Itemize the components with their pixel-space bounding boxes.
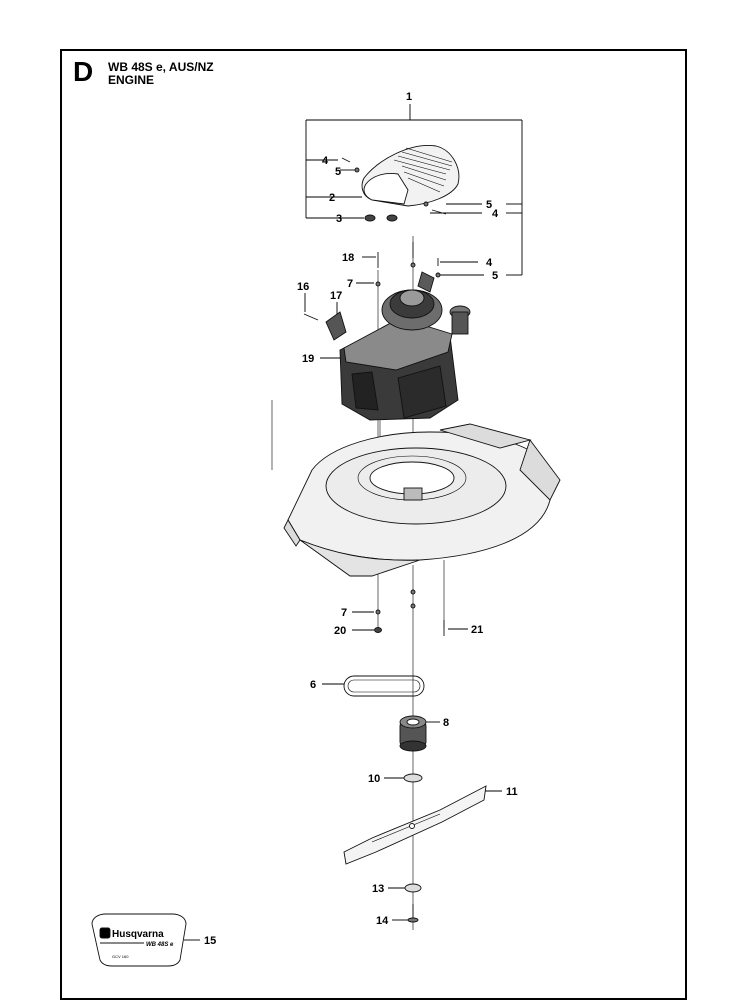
callout-8: 8	[443, 717, 449, 729]
callout-10: 10	[368, 773, 380, 785]
section-title: ENGINE	[108, 73, 155, 87]
callout-1: 1	[406, 91, 412, 103]
cutting-blade	[343, 785, 487, 865]
callout-15: 15	[204, 935, 216, 947]
callout-16: 16	[297, 281, 309, 293]
lower-hardware	[374, 589, 445, 636]
callout-3: 3	[336, 213, 342, 225]
callout-18: 18	[342, 252, 354, 264]
blade-adapter	[399, 715, 427, 752]
callout-4: 4	[322, 155, 329, 167]
decal-model: WB 48S e	[146, 942, 174, 948]
washer-lower	[404, 883, 422, 893]
callout-21: 21	[471, 624, 483, 636]
section-letter: D	[73, 56, 94, 87]
decal-brand: Husqvarna	[112, 929, 164, 940]
drive-belt	[343, 675, 425, 697]
mower-deck	[283, 423, 561, 577]
callout-17: 17	[330, 290, 342, 302]
title-block: WB 48S e, AUS/NZ ENGINE	[108, 61, 214, 87]
callout-4: 4	[486, 257, 493, 269]
callout-20: 20	[334, 625, 346, 637]
decal-engine: GCV 160	[112, 954, 129, 959]
blade-bolt	[407, 904, 419, 923]
callout-11: 11	[506, 786, 518, 798]
callout-6: 6	[310, 679, 316, 691]
washer-upper	[403, 773, 423, 783]
callout-2: 2	[329, 192, 335, 204]
callout-7: 7	[341, 607, 347, 619]
engine-block	[303, 242, 471, 421]
engine-cover	[341, 144, 460, 278]
callout-13: 13	[372, 883, 384, 895]
callout-5: 5	[486, 199, 492, 211]
callout-14: 14	[376, 915, 389, 927]
callout-7: 7	[347, 278, 353, 290]
husqvarna-decal: Husqvarna WB 48S e GCV 160	[91, 913, 187, 967]
callout-19: 19	[302, 353, 314, 365]
callout-labels: 1 4 5 2 3 5 4 18 7 4 5 16 17 19 7 20 21 …	[204, 91, 518, 947]
callout-5: 5	[335, 166, 341, 178]
callout-5: 5	[492, 270, 498, 282]
model-title: WB 48S e, AUS/NZ	[108, 60, 214, 74]
drawing-frame	[60, 49, 687, 1000]
callout-4: 4	[492, 208, 499, 220]
